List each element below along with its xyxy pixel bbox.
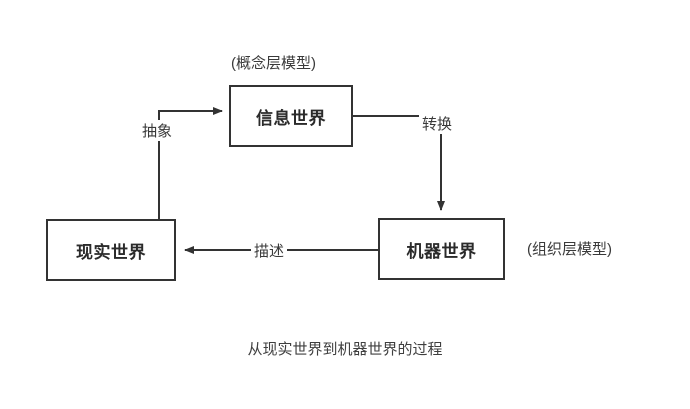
edge-abstract — [158, 107, 223, 219]
node-information-world[interactable]: 信息世界 — [229, 85, 353, 147]
edge-label-transform: 转换 — [419, 113, 456, 134]
node-real-world[interactable]: 现实世界 — [46, 219, 176, 281]
note-organization-layer-model: (组织层模型) — [527, 241, 612, 258]
node-machine-world-label: 机器世界 — [406, 241, 477, 261]
note-conceptual-layer-model: (概念层模型) — [231, 55, 316, 72]
node-information-world-label: 信息世界 — [256, 108, 326, 128]
edge-label-abstract: 抽象 — [139, 120, 176, 141]
node-machine-world[interactable]: 机器世界 — [378, 218, 505, 280]
edge-label-describe: 描述 — [251, 240, 288, 261]
node-real-world-label: 现实世界 — [76, 242, 146, 262]
diagram-caption: 从现实世界到机器世界的过程 — [247, 341, 443, 358]
